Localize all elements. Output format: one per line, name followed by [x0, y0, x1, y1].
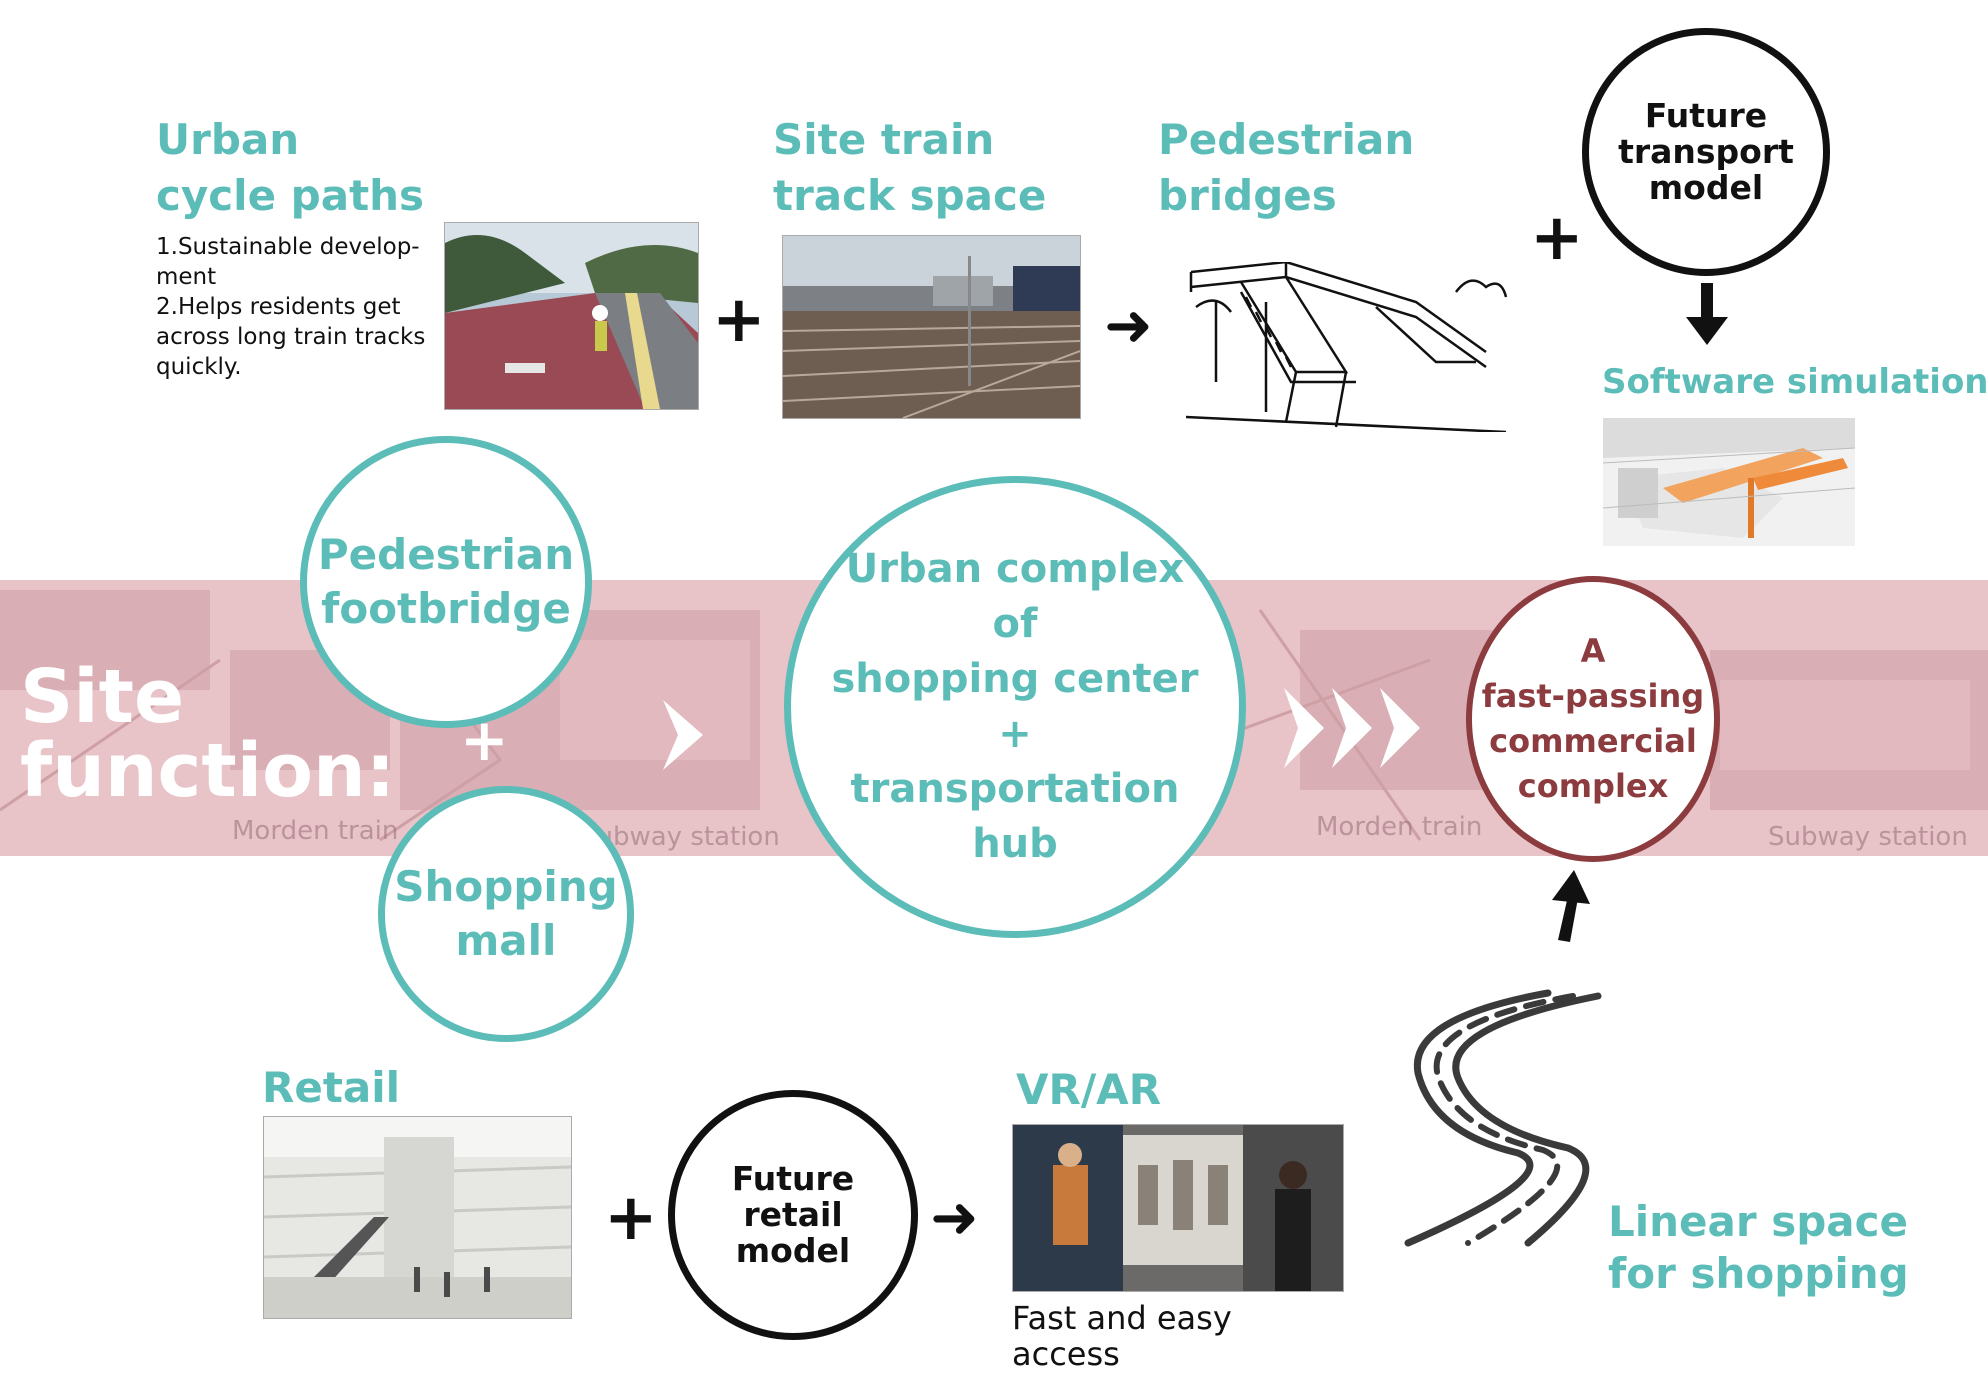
transport-line1: Future: [1644, 96, 1768, 135]
linear-line1: Linear space: [1608, 1197, 1909, 1246]
complex-line2: of: [992, 601, 1038, 647]
ghost-subway-label: Subway station: [1768, 822, 1968, 852]
cycle-note-4: across long train tracks: [156, 324, 426, 350]
fast-line2: fast-passing: [1481, 677, 1705, 715]
future-transport-model-circle: Future transport model: [1582, 28, 1830, 276]
complex-line6: hub: [972, 821, 1058, 867]
cycle-note-1: 1.Sustainable develop-: [156, 234, 420, 260]
cycle-paths-title: Urban cycle paths: [156, 112, 424, 224]
arrow-right-icon: ➜: [1104, 291, 1153, 359]
fast-passing-complex-circle: A fast-passing commercial complex: [1466, 576, 1720, 862]
software-simulation-render: [1603, 418, 1855, 546]
linear-space-label: Linear space for shopping: [1608, 1196, 1909, 1300]
ghost-morden-label: Morden train: [232, 816, 399, 846]
footbridge-line1: Pedestrian: [317, 530, 575, 579]
arrow-down-icon: [1686, 283, 1728, 345]
fast-line3: commercial: [1489, 722, 1697, 760]
cycle-note-2: ment: [156, 264, 217, 290]
ghost-morden-label: Morden train: [1316, 812, 1483, 842]
vr-ar-title: VR/AR: [1016, 1065, 1162, 1114]
shopping-mall-circle: Shopping mall: [378, 786, 634, 1042]
complex-line5: transportation: [850, 766, 1180, 812]
retail-model-line1: Future: [731, 1159, 855, 1198]
site-photo-collage-icon: [0, 590, 1988, 842]
complex-line1: Urban complex: [845, 546, 1185, 592]
vr-ar-caption: Fast and easy access: [1012, 1300, 1232, 1372]
cycle-title-line2: cycle paths: [156, 171, 425, 220]
cycle-note-3: 2.Helps residents get: [156, 294, 401, 320]
complex-line4: +: [998, 711, 1032, 757]
cycle-paths-notes: 1.Sustainable develop- ment 2.Helps resi…: [156, 232, 446, 382]
plus-sign: +: [1530, 201, 1584, 275]
footbridge-line2: footbridge: [321, 584, 571, 633]
plus-sign: +: [604, 1181, 658, 1255]
pedestrian-bridges-title: Pedestrian bridges: [1158, 112, 1414, 224]
vr-ar-caption-line1: Fast and easy: [1012, 1299, 1232, 1337]
vr-ar-store-photo: [1012, 1124, 1344, 1292]
software-simulation-label: Software simulation: [1602, 362, 1988, 402]
site-function-line2: function:: [20, 728, 396, 814]
retail-title: Retail: [262, 1063, 401, 1112]
complex-line3: shopping center: [831, 656, 1199, 702]
fast-line4: complex: [1517, 767, 1669, 805]
plus-sign: +: [712, 283, 766, 357]
cycle-note-5: quickly.: [156, 354, 242, 380]
track-title-line2: track space: [773, 171, 1047, 220]
track-title-line1: Site train: [773, 115, 995, 164]
transport-line2: transport: [1618, 132, 1794, 171]
vr-ar-caption-line2: access: [1012, 1335, 1120, 1373]
bridges-title-line2: bridges: [1158, 171, 1337, 220]
cycle-title-line1: Urban: [156, 115, 300, 164]
triple-chevron-right-icon: [1284, 688, 1420, 768]
train-track-photo: [782, 235, 1081, 419]
retail-model-line3: model: [735, 1231, 851, 1270]
cycle-path-photo: [444, 222, 699, 410]
linear-line2: for shopping: [1608, 1249, 1909, 1298]
track-space-title: Site train track space: [773, 112, 1046, 224]
chevron-right-icon: [663, 700, 703, 770]
future-retail-model-circle: Future retail model: [668, 1090, 918, 1340]
mall-line1: Shopping: [394, 862, 618, 911]
bridges-title-line1: Pedestrian: [1158, 115, 1415, 164]
winding-road-icon: [1404, 989, 1602, 1247]
fast-line1: A: [1580, 632, 1606, 670]
urban-complex-circle: Urban complex of shopping center + trans…: [784, 476, 1246, 938]
retail-mall-photo: [263, 1116, 572, 1319]
mall-line2: mall: [455, 916, 557, 965]
pedestrian-footbridge-circle: Pedestrian footbridge: [300, 436, 592, 728]
arrow-right-icon: ➜: [930, 1183, 979, 1251]
retail-model-line2: retail: [743, 1195, 843, 1234]
site-function-heading: Site function:: [20, 660, 395, 808]
arrow-up-icon: [1552, 870, 1590, 942]
transport-line3: model: [1648, 168, 1764, 207]
site-function-line1: Site: [20, 654, 185, 740]
footbridge-sketch-icon: [1186, 262, 1508, 432]
